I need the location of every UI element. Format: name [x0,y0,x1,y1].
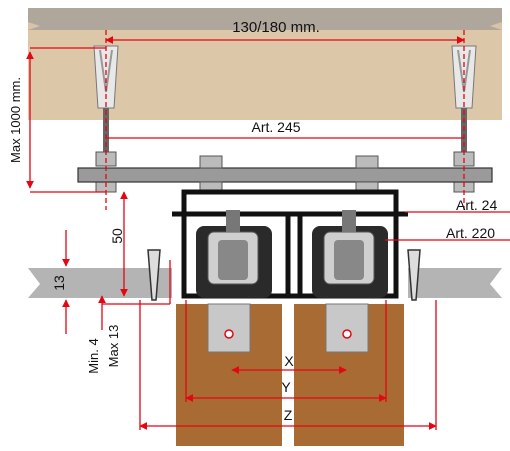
z-dimension-label: Z [284,407,293,423]
y-dimension-label: Y [281,379,291,395]
min-gap-label: Min. 4 [86,338,101,373]
max-gap-label: Max 13 [106,325,121,368]
ceiling-panel-label: 13 [51,275,67,291]
plate-bolts [199,155,379,193]
doors [176,303,404,446]
panel-screws [147,249,421,301]
rod-article-label: Art. 245 [251,119,300,135]
carrier-article-label: Art. 220 [446,225,495,241]
mounting-plate [77,167,493,183]
track-height-label: 50 [109,228,125,244]
bracket-article-label: Art. 24 [456,197,497,213]
left-roller-carrier [196,210,272,298]
max-height-label: Max 1000 mm. [8,77,23,163]
ceiling-panels [28,268,502,298]
x-dimension-label: X [284,353,294,369]
right-roller-carrier [312,210,388,298]
dimension-lines [26,30,510,430]
anchor-spacing-label: 130/180 mm. [232,19,320,36]
